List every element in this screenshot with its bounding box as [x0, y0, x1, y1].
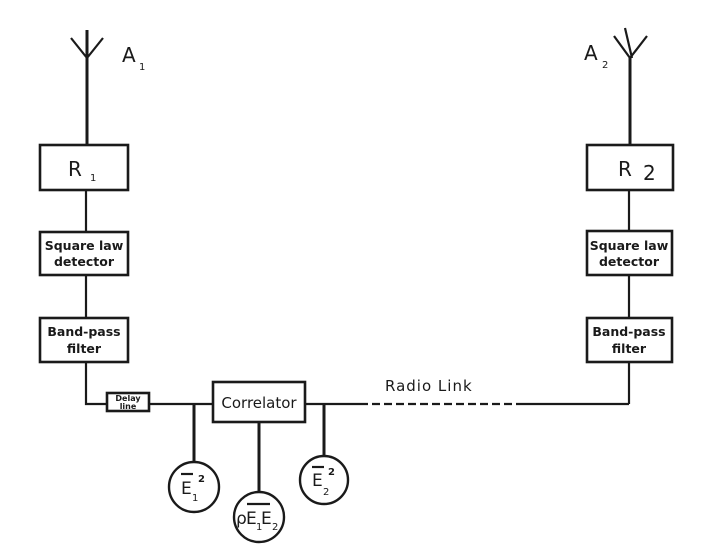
receiver-r1-box: [38, 143, 130, 192]
meter-e1-squared: [167, 460, 221, 514]
left-antenna-icon: [70, 30, 104, 145]
meter-e1-symbol: E: [181, 479, 192, 499]
delay-line-label-2: line: [120, 402, 137, 411]
meter-e2-sub: 2: [323, 487, 329, 498]
left-filter-label-1: Band-pass: [47, 324, 120, 339]
receiver-r1-label: R: [68, 157, 82, 181]
meter-e1-sup: 2: [198, 474, 205, 485]
meter-e1-sub: 1: [192, 493, 198, 504]
meter-e2-sup: 2: [328, 467, 335, 478]
meter-e2-symbol: E: [312, 471, 323, 491]
meter-corr-e2: E: [261, 509, 272, 529]
radio-link-label: Radio Link: [385, 377, 473, 395]
antenna-label-a1-sub: 1: [139, 62, 145, 73]
right-filter-label-1: Band-pass: [592, 324, 665, 339]
delay-line-box: [105, 391, 151, 413]
receiver-r2-label: R: [618, 157, 632, 181]
right-band-pass-filter-box: [585, 316, 674, 364]
receiver-r2-box: [585, 143, 675, 192]
antenna-label-a2: A: [584, 41, 598, 65]
meter-corr-sub1: 1: [256, 522, 262, 533]
left-detector-label-2: detector: [54, 254, 115, 269]
delay-line-label-1: Delay: [115, 394, 141, 403]
receiver-r2-sub: 2: [643, 161, 656, 185]
meter-corr-e1: E: [246, 509, 257, 529]
correlator-label: Correlator: [221, 394, 297, 412]
right-antenna-icon: [613, 27, 648, 145]
right-filter-label-2: filter: [612, 341, 647, 356]
left-band-pass-filter-box: [38, 316, 130, 364]
left-filter-label-2: filter: [67, 341, 102, 356]
right-square-law-detector-box: [585, 229, 674, 277]
left-square-law-detector-box: [38, 230, 130, 277]
meter-rho: ρ: [236, 509, 247, 529]
meter-corr-sub2: 2: [272, 522, 278, 533]
meter-correlation: [232, 490, 286, 544]
antenna-label-a2-sub: 2: [602, 60, 608, 71]
left-detector-label-1: Square law: [45, 238, 124, 253]
receiver-r1-sub: 1: [90, 173, 96, 184]
right-detector-label-2: detector: [599, 254, 660, 269]
antenna-label-a1: A: [122, 43, 136, 67]
right-detector-label-1: Square law: [590, 238, 669, 253]
